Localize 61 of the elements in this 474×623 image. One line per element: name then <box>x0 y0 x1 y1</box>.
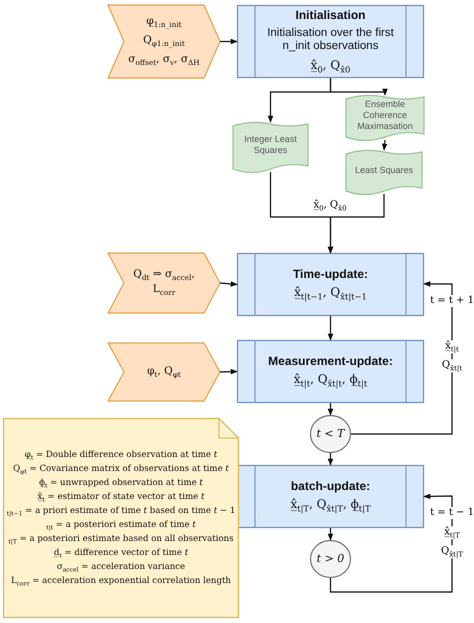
definition-text: $_{t|t−1}$ = a priori estimate of time t based on time t− 1 <box>6 506 236 518</box>
definition-text: d̲$_{t}$ = difference vector of time t <box>54 548 188 560</box>
step-label: Integer Least Squares <box>243 134 298 156</box>
note-card <box>3 418 239 618</box>
definition-text: φ̲$_{t}$ = Double difference observation at time t <box>24 450 218 462</box>
input-data-shape <box>108 253 220 313</box>
arrow <box>351 281 453 435</box>
variable-label: Q$_{x̂t|t}$ <box>440 359 464 373</box>
definition-text: x̲̂$_{t}$ = estimator of state vector at time t <box>38 492 204 504</box>
variable-label: Q$_{x̂t|T}$ <box>440 545 464 559</box>
definition-text: Q$_{φt}$ = Covariance matrix of observations at time t <box>13 464 229 476</box>
edge-label: x̲̂$_{0}$, Q$_{x̂0}$ <box>312 199 348 213</box>
edge-label: t = t − 1 <box>429 507 474 519</box>
arrow <box>330 494 453 593</box>
arrow <box>328 403 334 416</box>
process-box <box>237 253 424 316</box>
math-expression: Q$_{φ1:n_init}$ <box>143 34 185 49</box>
math-expression: x̲̂$_{t|t−1}$, Q$_{x̂t|t−1}$ <box>294 285 367 302</box>
step-label: Ensemble Coherence Maximasation <box>356 99 414 132</box>
arrow <box>328 528 334 541</box>
variable-label: x̲̂$_{t|t}$ <box>444 340 460 354</box>
edge-label: t = t + 1 <box>429 295 474 307</box>
process-box <box>237 465 424 528</box>
definition-text: ϕ̲$_{t}$ = unwrapped observation at time t <box>39 478 203 490</box>
document-shape <box>346 95 424 140</box>
math-expression: φ̲$_{1:n_init}$ <box>146 15 182 30</box>
math-expression: x̲̂$_{t|T}$, Q$_{x̂t|T}$, ϕ̲$_{t|T}$ <box>290 497 371 514</box>
math-expression: σ$_{offset}$, σ$_{v}$, σ$_{ΔH}$ <box>128 52 200 68</box>
definition-text: σ$_{accel}$ = acceleration variance <box>56 562 186 574</box>
document-shape <box>233 122 308 172</box>
decision-circle <box>310 415 351 453</box>
variable-label: x̲̂$_{t|T}$ <box>443 526 461 540</box>
process-box <box>237 340 424 403</box>
arrow <box>328 194 385 254</box>
step-heading: Measurement-update: <box>268 354 393 368</box>
arrow <box>330 78 388 96</box>
definition-text: $_{t|t}$ = a posteriori estimate of time t <box>46 520 196 532</box>
math-expression: Q$_{dt}$ ⇒ σ$_{accel}$, L$_{corr}$ <box>132 268 196 298</box>
step-label: Least Squares <box>354 164 414 176</box>
input-data-shape <box>108 343 220 401</box>
definition-text: L$_{corr}$ = acceleration exponential correlation length <box>11 576 231 588</box>
process-box <box>237 5 424 78</box>
math-expression: x̲̂$_{0}$, Q$_{x̂0}$ <box>310 58 350 75</box>
condition-text: t < T <box>316 427 344 441</box>
arrow <box>220 38 238 44</box>
step-heading: batch-update: <box>290 479 370 494</box>
arrow <box>382 140 388 151</box>
arrow <box>328 453 334 466</box>
description: Initialisation over the first n_init observations <box>266 26 395 54</box>
math-expression: x̲̂$_{t|t}$, Q$_{x̂t|t}$, ϕ̲$_{t|t}$ <box>294 372 368 389</box>
condition-text: t > 0 <box>316 552 344 566</box>
document-shape <box>346 150 422 194</box>
arrow <box>220 368 238 374</box>
arrow <box>328 316 334 341</box>
arrow <box>220 281 238 287</box>
input-data-shape <box>108 5 220 78</box>
step-heading: Time-update: <box>292 267 368 282</box>
definition-text: $_{t|T}$ = a posteriori estimate based on all observations <box>8 534 234 546</box>
step-heading: Initialisation <box>295 8 366 23</box>
math-expression: φ$_{t}$, Q$_{φt}$ <box>147 364 181 380</box>
decision-circle <box>310 540 351 578</box>
